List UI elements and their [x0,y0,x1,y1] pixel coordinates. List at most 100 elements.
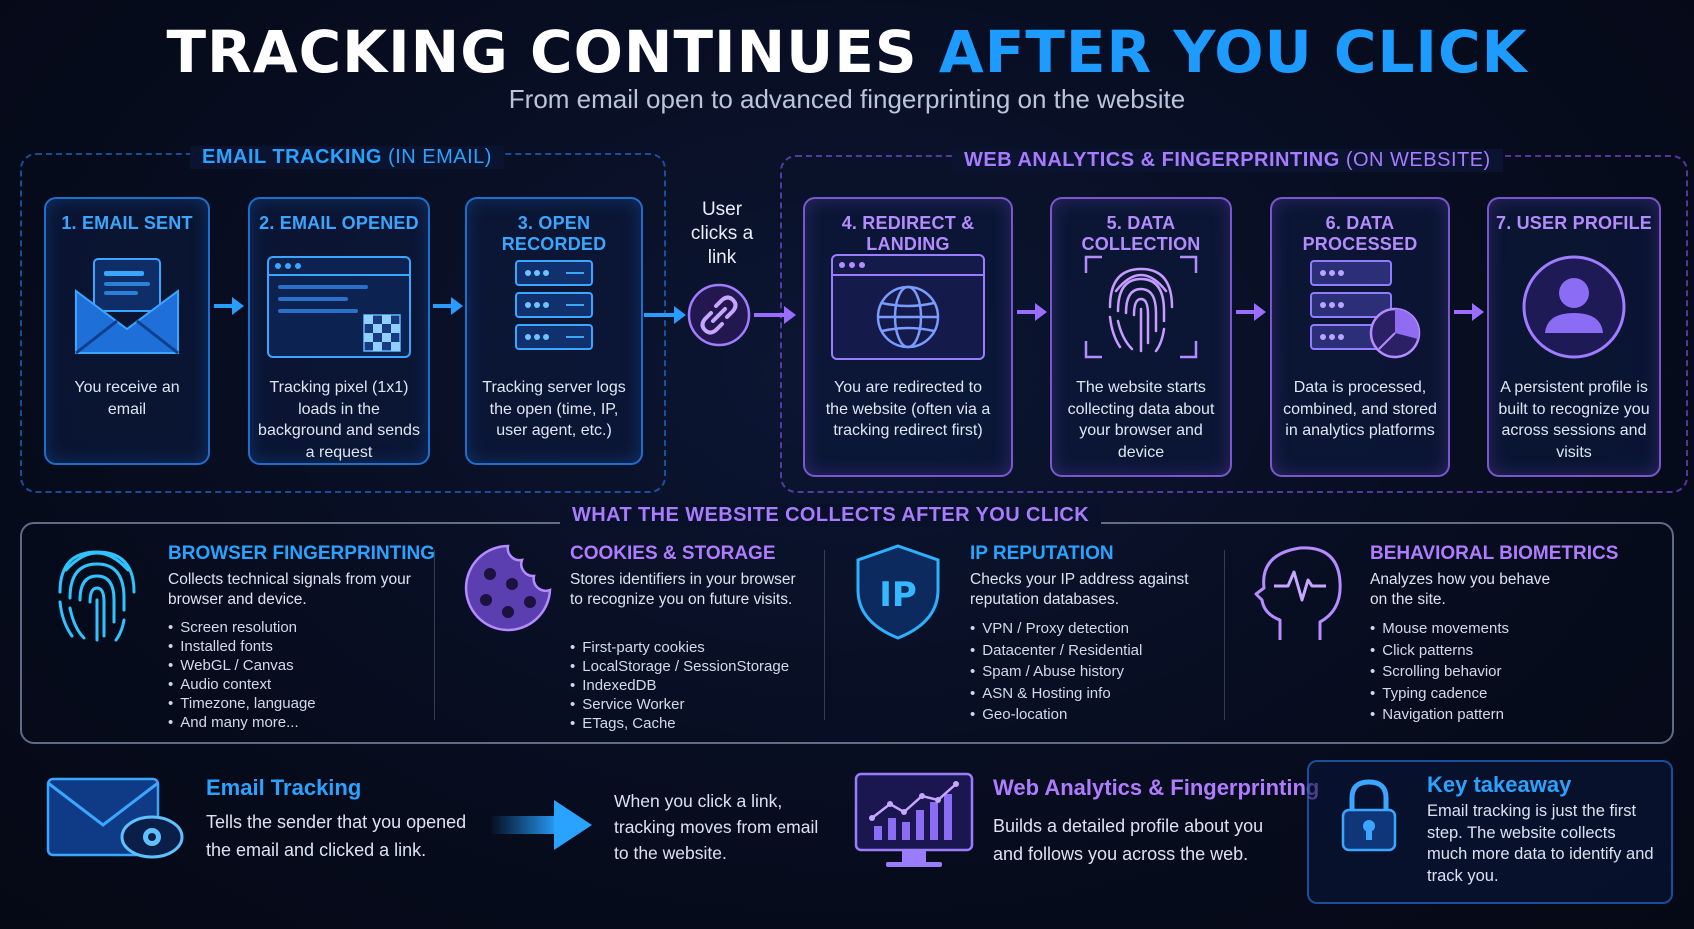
list-item: Spam / Abuse history [970,661,1142,683]
col-list-fingerprinting: Screen resolution Installed fonts WebGL … [168,618,316,732]
col-desc-ip: Checks your IP address against reputatio… [970,571,1189,608]
head-pulse-icon [1250,540,1346,649]
col-title-behavioral: BEHAVIORAL BIOMETRICS [1370,543,1619,564]
list-item: LocalStorage / SessionStorage [570,657,789,676]
web-region-qualifier: (ON WEBSITE) [1345,149,1491,171]
database-chart-icon [1272,251,1448,361]
list-item: Scrolling behavior [1370,661,1509,683]
step-desc: A persistent profile is built to recogni… [1498,379,1650,461]
list-item: Click patterns [1370,640,1509,662]
web-region-label: WEB ANALYTICS & FINGERPRINTING (ON WEBSI… [952,149,1503,172]
title-part-1: TRACKING CONTINUES [166,18,918,86]
step-card-3: 3. OPEN RECORDED Tracking server logs th… [465,197,643,465]
step-desc: Data is processed, combined, and stored … [1283,379,1437,439]
bottom-transition-text: When you click a link, tracking moves fr… [614,791,819,863]
flow-arrow-icon [644,303,688,327]
col-desc-cookies: Stores identifiers in your browser to re… [570,571,796,608]
list-item: Navigation pattern [1370,704,1509,726]
flow-arrow-icon [1234,300,1268,324]
browser-pixel-icon [250,251,428,361]
col-desc-fingerprinting: Collects technical signals from your bro… [168,571,411,608]
step-card-1: 1. EMAIL SENT You receive an email [44,197,210,465]
step-card-4: 4. REDIRECT & LANDING You are redirected… [803,197,1013,477]
column-divider [1224,550,1225,720]
step-desc: You are redirected to the website (often… [825,379,991,439]
list-item: Mouse movements [1370,618,1509,640]
list-item: Audio context [168,675,316,694]
column-divider [824,550,825,720]
title-part-2: AFTER YOU CLICK [938,18,1528,86]
col-list-behavioral: Mouse movements Click patterns Scrolling… [1370,618,1509,726]
step-card-7: 7. USER PROFILE A persistent profile is … [1487,197,1661,477]
col-title-fingerprinting: BROWSER FINGERPRINTING [168,543,436,564]
flow-arrow-icon [1015,300,1049,324]
list-item: Geo-location [970,704,1142,726]
step-title: 2. EMAIL OPENED [259,213,419,233]
step-card-6: 6. DATA PROCESSED Data is processed, com… [1270,197,1450,477]
step-card-5: 5. DATA COLLECTION The website starts co… [1050,197,1232,477]
page-subtitle: From email open to advanced fingerprinti… [508,84,1186,114]
step-title: 3. OPEN RECORDED [501,213,607,254]
list-item: And many more... [168,713,316,732]
col-list-cookies: First-party cookies LocalStorage / Sessi… [570,638,789,733]
step-title: 7. USER PROFILE [1495,213,1653,233]
email-region-label: EMAIL TRACKING (IN EMAIL) [190,146,504,169]
lock-icon [1338,778,1400,859]
flow-arrow-icon [431,294,465,318]
column-divider [434,550,435,720]
list-item: VPN / Proxy detection [970,618,1142,640]
cookie-icon [460,540,556,641]
flow-arrow-icon [212,294,246,318]
list-item: Screen resolution [168,618,316,637]
step-card-2: 2. EMAIL OPENED Tracking pixel (1x1) loa… [248,197,430,465]
col-list-ip: VPN / Proxy detection Datacenter / Resid… [970,618,1142,726]
transition-arrow-icon [490,796,594,859]
step-desc: You receive an email [74,379,180,418]
link-chain-icon [686,282,752,353]
bottom-email-title: Email Tracking [206,775,362,800]
col-title-ip: IP REPUTATION [970,543,1114,564]
col-title-cookies: COOKIES & STORAGE [570,543,776,564]
step-desc: The website starts collecting data about… [1067,379,1215,461]
fingerprint-icon [1052,251,1230,361]
svg-text:IP: IP [879,575,917,615]
step-title: 6. DATA PROCESSED [1302,213,1418,254]
email-region-label-text: EMAIL TRACKING [202,146,382,168]
takeaway-text: Email tracking is just the first step. T… [1427,802,1654,885]
step-title: 4. REDIRECT & LANDING [841,213,975,254]
web-region-label-text: WEB ANALYTICS & FINGERPRINTING [964,149,1340,171]
list-item: ASN & Hosting info [970,683,1142,705]
email-eye-icon [44,773,184,874]
flow-arrow-icon [754,303,798,327]
step-desc: Tracking server logs the open (time, IP,… [482,379,626,439]
step-title: 1. EMAIL SENT [61,213,193,233]
step-title: 5. DATA COLLECTION [1081,213,1201,254]
list-item: Installed fonts [168,637,316,656]
envelope-icon [46,251,208,361]
list-item: First-party cookies [570,638,789,657]
list-item: WebGL / Canvas [168,656,316,675]
page-title: TRACKING CONTINUES AFTER YOU CLICK [0,18,1694,86]
list-item: Typing cadence [1370,683,1509,705]
takeaway-title: Key takeaway [1427,772,1572,797]
user-profile-icon [1489,251,1659,361]
ip-shield-icon: IP [852,542,944,647]
bottom-email-text: Tells the sender that you opened the ema… [206,812,467,860]
list-item: ETags, Cache [570,714,789,733]
list-item: IndexedDB [570,676,789,695]
collects-section-label: WHAT THE WEBSITE COLLECTS AFTER YOU CLIC… [560,504,1102,527]
list-item: Timezone, language [168,694,315,713]
email-region-qualifier: (IN EMAIL) [388,146,492,168]
col-desc-behavioral: Analyzes how you behave on the site. [1370,571,1551,608]
bottom-web-title: Web Analytics & Fingerprinting [993,775,1320,800]
step-desc: Tracking pixel (1x1) loads in the backgr… [258,379,420,461]
analytics-monitor-icon [852,770,976,877]
globe-browser-icon [805,251,1011,361]
server-icon [467,251,641,361]
flow-arrow-icon [1452,300,1486,324]
user-clicks-label: User clicks a link [690,199,754,268]
fingerprint-icon [52,540,142,649]
bottom-web-text: Builds a detailed profile about you and … [993,816,1264,864]
list-item: Service Worker [570,695,789,714]
list-item: Datacenter / Residential [970,640,1142,662]
